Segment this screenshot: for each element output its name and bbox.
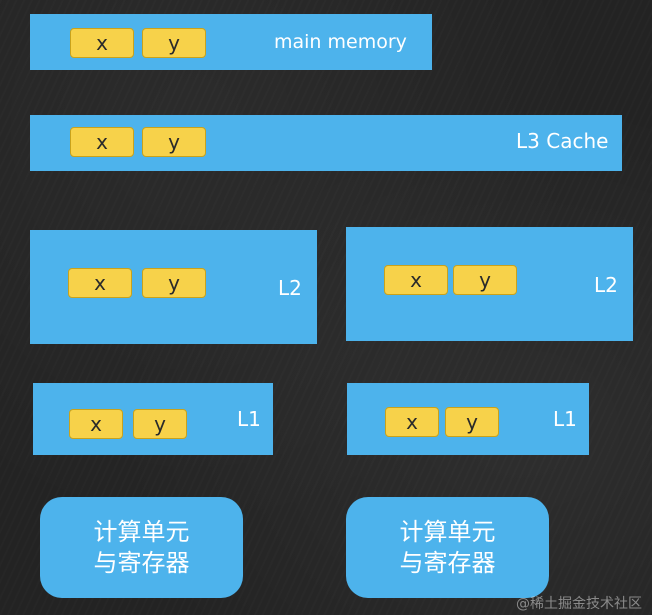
watermark: @稀土掘金技术社区 — [516, 596, 642, 612]
l1-cache-left-block: x y L1 — [33, 383, 273, 455]
l1-left-label: L1 — [237, 407, 261, 431]
cell-x: x — [385, 407, 439, 437]
l3-cache-block: x y L3 Cache — [30, 115, 622, 171]
compute-unit-left-text: 计算单元 与寄存器 — [94, 517, 190, 579]
cell-y: y — [142, 127, 206, 157]
l3-cache-label: L3 Cache — [516, 129, 609, 153]
l2-right-label: L2 — [594, 273, 618, 297]
cell-x: x — [68, 268, 132, 298]
l2-cache-right-block: x y L2 — [346, 227, 633, 341]
cell-x: x — [70, 127, 134, 157]
compute-unit-right-text: 计算单元 与寄存器 — [400, 517, 496, 579]
l2-cache-left-block: x y L2 — [30, 230, 317, 344]
l2-left-label: L2 — [278, 276, 302, 300]
cell-y: y — [142, 28, 206, 58]
main-memory-label: main memory — [274, 31, 407, 53]
l1-right-label: L1 — [553, 407, 577, 431]
compute-unit-right: 计算单元 与寄存器 — [346, 497, 549, 598]
compute-unit-left: 计算单元 与寄存器 — [40, 497, 243, 598]
cell-y: y — [142, 268, 206, 298]
main-memory-block: x y main memory — [30, 14, 432, 70]
cell-x: x — [384, 265, 448, 295]
compute-unit-line2: 与寄存器 — [93, 548, 190, 577]
compute-unit-line2: 与寄存器 — [399, 548, 496, 577]
cell-x: x — [69, 409, 123, 439]
compute-unit-line1: 计算单元 — [93, 517, 190, 546]
compute-unit-line1: 计算单元 — [399, 517, 496, 546]
cell-y: y — [453, 265, 517, 295]
l1-cache-right-block: x y L1 — [347, 383, 589, 455]
cell-y: y — [133, 409, 187, 439]
cell-x: x — [70, 28, 134, 58]
cell-y: y — [445, 407, 499, 437]
